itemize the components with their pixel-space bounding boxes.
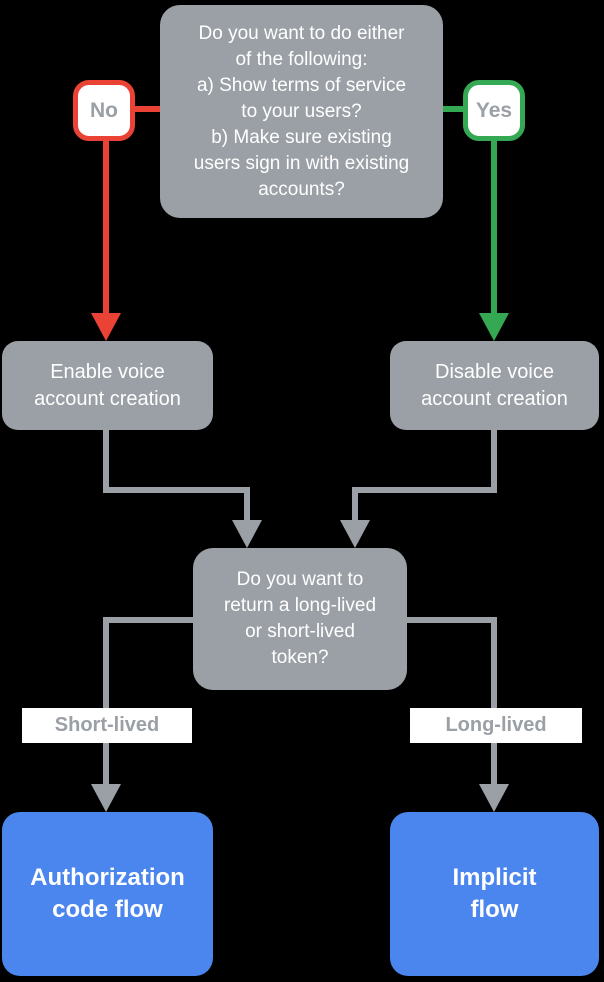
- authorization-code-flow-node: Authorization code flow: [2, 812, 213, 976]
- arrow-down-red-icon: [91, 313, 121, 341]
- enable-down-connector: [103, 430, 109, 493]
- yes-badge: Yes: [463, 80, 525, 141]
- arrow-down-gray-shortlived-icon: [91, 784, 121, 812]
- question-node-terms-of-service: Do you want to do either of the followin…: [160, 5, 443, 218]
- no-branch-vertical-connector: [103, 141, 109, 315]
- enable-voice-node: Enable voice account creation: [2, 341, 213, 430]
- long-lived-horizontal-connector: [407, 617, 497, 623]
- arrow-down-gray-right-icon: [340, 520, 370, 548]
- short-lived-vertical-connector: [103, 617, 109, 784]
- arrow-down-gray-left-icon: [232, 520, 262, 548]
- no-branch-horizontal-connector: [135, 106, 160, 112]
- disable-voice-node: Disable voice account creation: [390, 341, 599, 430]
- yes-branch-horizontal-connector: [443, 106, 463, 112]
- disable-drop-connector: [352, 487, 358, 521]
- arrow-down-green-icon: [479, 313, 509, 341]
- no-badge: No: [73, 80, 135, 141]
- implicit-flow-node: Implicit flow: [390, 812, 599, 976]
- question-node-token-lifetime: Do you want to return a long-lived or sh…: [193, 548, 407, 690]
- enable-horizontal-connector: [103, 487, 250, 493]
- yes-branch-vertical-connector: [491, 141, 497, 315]
- enable-drop-connector: [244, 487, 250, 521]
- arrow-down-gray-longlived-icon: [479, 784, 509, 812]
- short-lived-label: Short-lived: [22, 708, 192, 743]
- short-lived-horizontal-connector: [103, 617, 193, 623]
- long-lived-vertical-connector: [491, 617, 497, 784]
- long-lived-label: Long-lived: [410, 708, 582, 743]
- disable-down-connector: [491, 430, 497, 493]
- disable-horizontal-connector: [352, 487, 497, 493]
